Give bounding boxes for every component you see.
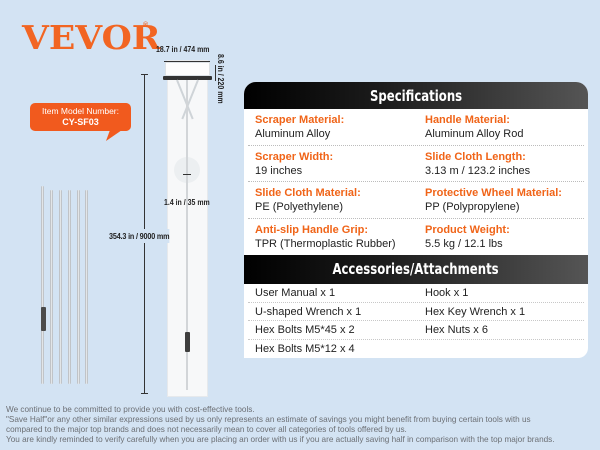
length-dimension-cap-top: [141, 74, 148, 75]
spec-value: PE (Polyethylene): [255, 201, 344, 213]
spec-cell: Anti-slip Handle Grip: TPR (Thermoplasti…: [248, 219, 416, 256]
vevor-logo: VEVOR: [22, 18, 161, 57]
model-number-value: CY-SF03: [62, 117, 99, 127]
rod: [68, 190, 71, 384]
accessory-row: User Manual x 1 Hook x 1: [248, 284, 584, 303]
spec-row: Slide Cloth Material: PE (Polyethylene) …: [248, 182, 584, 219]
spec-row: Scraper Width: 19 inches Slide Cloth Len…: [248, 146, 584, 182]
height-dimension-line: [215, 65, 216, 81]
disclaimer: We continue to be committed to provide y…: [6, 405, 600, 445]
handle-dimension-line: [183, 174, 191, 175]
disclaimer-line: We continue to be committed to provide y…: [6, 405, 255, 414]
assembled-handle: [186, 80, 188, 390]
spec-cell: Protective Wheel Material: PP (Polypropy…: [416, 182, 584, 218]
spec-row: Anti-slip Handle Grip: TPR (Thermoplasti…: [248, 219, 584, 256]
spec-label: Slide Cloth Material:: [255, 187, 361, 199]
accessory-row: Hex Bolts M5*45 x 2 Hex Nuts x 6: [248, 321, 584, 340]
spec-row: Scraper Material: Aluminum Alloy Handle …: [248, 109, 584, 146]
accessory-item: [416, 340, 584, 359]
scraper-width-dimension: 18.7 in / 474 mm: [156, 44, 210, 54]
length-dimension-cap-bottom: [141, 393, 148, 394]
model-number-callout: Item Model Number: CY-SF03: [30, 103, 131, 131]
spec-cell: Slide Cloth Material: PE (Polyethylene): [248, 182, 416, 218]
spec-label: Handle Material:: [425, 114, 510, 126]
accessory-item: Hex Nuts x 6: [425, 324, 488, 336]
spec-cell: Slide Cloth Length: 3.13 m / 123.2 inche…: [416, 146, 584, 182]
spec-cell: Handle Material: Aluminum Alloy Rod: [416, 109, 584, 145]
scraper-height-dimension: 8.6 in / 220 mm: [216, 54, 226, 104]
accessory-item: U-shaped Wrench x 1: [255, 305, 362, 318]
spec-value: 5.5 kg / 12.1 lbs: [425, 237, 503, 250]
spec-value: 19 inches: [255, 164, 303, 177]
rod: [50, 190, 53, 384]
spec-value: PP (Polypropylene): [425, 201, 520, 213]
disclaimer-line: You are kindly reminded to verify carefu…: [6, 435, 555, 444]
spec-label: Product Weight:: [425, 223, 510, 236]
spec-value: TPR (Thermoplastic Rubber): [255, 237, 396, 250]
accessory-row: U-shaped Wrench x 1 Hex Key Wrench x 1: [248, 303, 584, 321]
disclaimer-line: compared to the major top brands and doe…: [6, 425, 407, 434]
accessory-item: Hook x 1: [425, 287, 469, 299]
accessory-item: Hex Bolts M5*45 x 2: [255, 324, 355, 336]
rod: [85, 190, 88, 384]
spec-cell: Scraper Width: 19 inches: [248, 146, 416, 182]
scraper-head: [165, 62, 210, 76]
accessory-item: Hex Key Wrench x 1: [425, 305, 526, 318]
accessory-row: Hex Bolts M5*12 x 4: [248, 340, 584, 359]
total-length-dimension: 354.3 in / 9000 mm: [109, 229, 170, 243]
spec-value: Aluminum Alloy: [255, 128, 331, 140]
handle-diameter-dimension: 1.4 in / 35 mm: [164, 197, 210, 207]
scraper-blade: [163, 76, 212, 80]
accessory-item: User Manual x 1: [255, 287, 336, 299]
rod: [59, 190, 62, 384]
spec-value: Aluminum Alloy Rod: [425, 128, 524, 140]
spec-label: Scraper Material:: [255, 114, 345, 126]
handle-grip: [185, 332, 190, 352]
width-dimension-line: [164, 61, 210, 62]
rod: [77, 190, 80, 384]
spec-label: Anti-slip Handle Grip:: [255, 223, 369, 236]
callout-tail: [105, 130, 123, 141]
specifications-title: Specifications: [369, 87, 463, 105]
spec-value: 3.13 m / 123.2 inches: [425, 164, 531, 177]
specifications-panel: Specifications Scraper Material: Aluminu…: [244, 82, 588, 358]
handle-rods-image: [40, 186, 90, 386]
spec-cell: Scraper Material: Aluminum Alloy: [248, 109, 416, 145]
rod-grip: [41, 307, 46, 331]
accessories-header: Accessories/Attachments: [244, 255, 588, 284]
spec-cell: Product Weight: 5.5 kg / 12.1 lbs: [416, 219, 584, 256]
rod: [41, 186, 44, 384]
spec-label: Slide Cloth Length:: [425, 150, 526, 163]
specifications-header: Specifications: [244, 82, 588, 109]
spec-label: Scraper Width:: [255, 150, 334, 163]
disclaimer-line: "Save Half"or any other similar expressi…: [6, 415, 531, 424]
spec-label: Protective Wheel Material:: [425, 187, 562, 199]
accessory-item: Hex Bolts M5*12 x 4: [255, 342, 355, 355]
model-number-label: Item Model Number:: [42, 106, 119, 116]
registered-mark: ®: [143, 22, 149, 29]
accessories-title: Accessories/Attachments: [332, 260, 500, 278]
